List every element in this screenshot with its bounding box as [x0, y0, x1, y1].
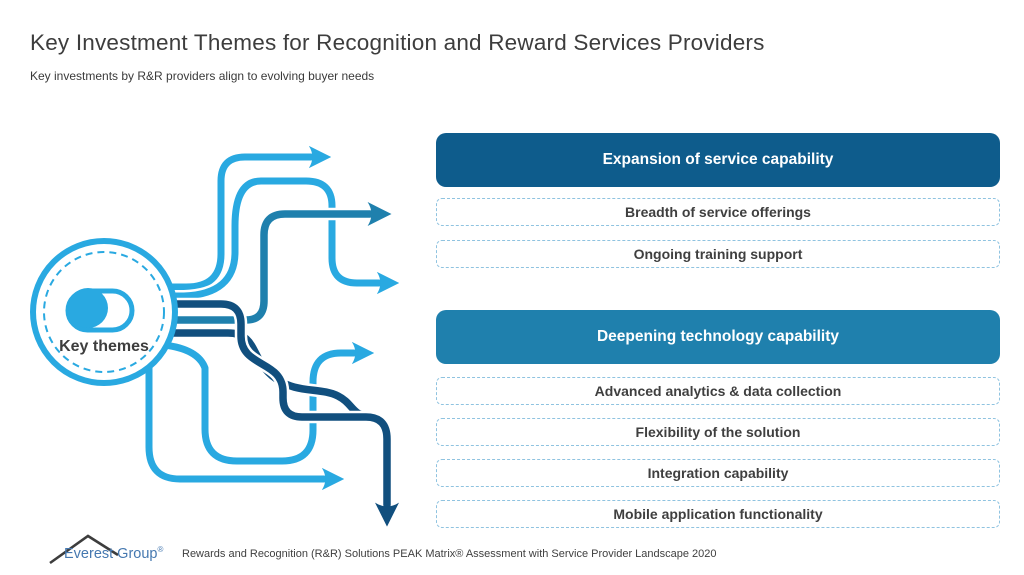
theme-item: Integration capability	[436, 459, 1000, 487]
page-title: Key Investment Themes for Recognition an…	[30, 30, 765, 55]
mountain-peak-icon	[49, 534, 119, 565]
section-header: Deepening technology capability	[436, 310, 1000, 364]
theme-item: Breadth of service offerings	[436, 198, 1000, 226]
flow-arrow-breadth	[166, 201, 392, 324]
flow-arrow-technology-header	[160, 341, 375, 465]
flow-arrow-expansion-header	[162, 145, 332, 291]
key-themes-hub	[30, 238, 178, 386]
footer: Everest Group® Rewards and Recognition (…	[46, 533, 717, 566]
page-subtitle: Key investments by R&R providers align t…	[30, 69, 375, 83]
registered-mark: ®	[157, 545, 164, 554]
flow-arrow-mid-right	[162, 177, 400, 300]
brand-name: Everest Group®	[64, 545, 164, 562]
section-expansion: Expansion of service capability Breadth …	[436, 133, 1000, 268]
footer-caption: Rewards and Recognition (R&R) Solutions …	[182, 548, 717, 560]
theme-item: Advanced analytics & data collection	[436, 377, 1000, 405]
flow-arrow-down	[164, 300, 400, 527]
theme-item: Mobile application functionality	[436, 500, 1000, 528]
everest-group-logo: Everest Group®	[46, 533, 174, 566]
flow-arrow-integration	[145, 356, 345, 491]
hub-label: Key themes	[59, 338, 149, 355]
section-header: Expansion of service capability	[436, 133, 1000, 187]
toggle-switch-icon	[65, 288, 135, 333]
theme-item: Flexibility of the solution	[436, 418, 1000, 446]
theme-item: Ongoing training support	[436, 240, 1000, 268]
section-technology: Deepening technology capability Advanced…	[436, 310, 1000, 528]
